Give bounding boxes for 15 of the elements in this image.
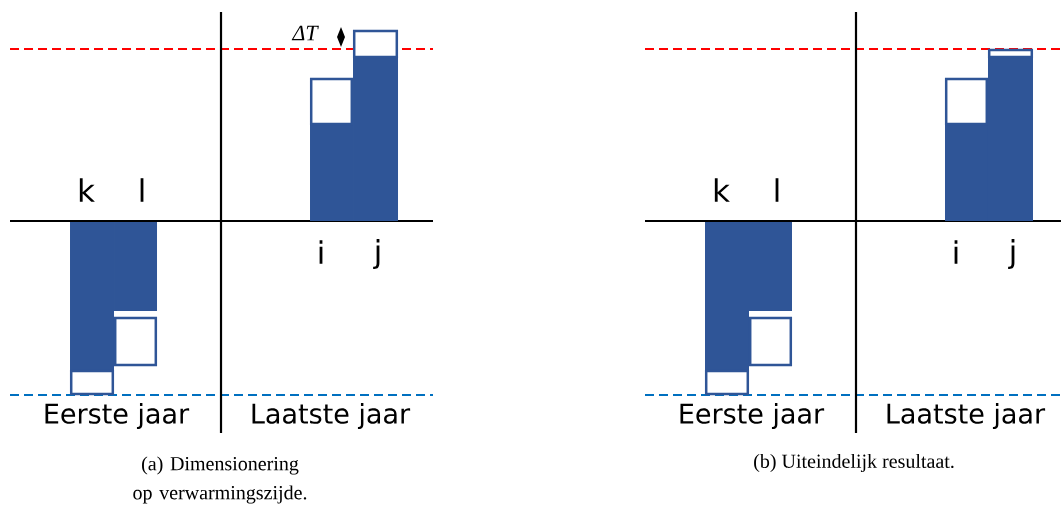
bar-label: k [79,178,95,202]
subcaption: (b) Uiteindelijk resultaat. [754,453,954,473]
bar-label: i [319,240,323,264]
bar-label: l [140,178,144,202]
bar-label: i [954,240,958,264]
bar-label: j [1008,239,1015,269]
bar-label: k [714,178,730,202]
axis-label: Laatste jaar [887,402,1046,430]
subcaption: (a) Dimensionering op verwarmingszijde. [133,456,307,504]
axis-label: Eerste jaar [680,402,825,430]
delta-label: ΔT [291,25,319,41]
bar-label: l [775,178,779,202]
axis-label: Laatste jaar [252,402,411,430]
axis-label: Eerste jaar [45,402,190,430]
bar-label: j [373,239,380,269]
